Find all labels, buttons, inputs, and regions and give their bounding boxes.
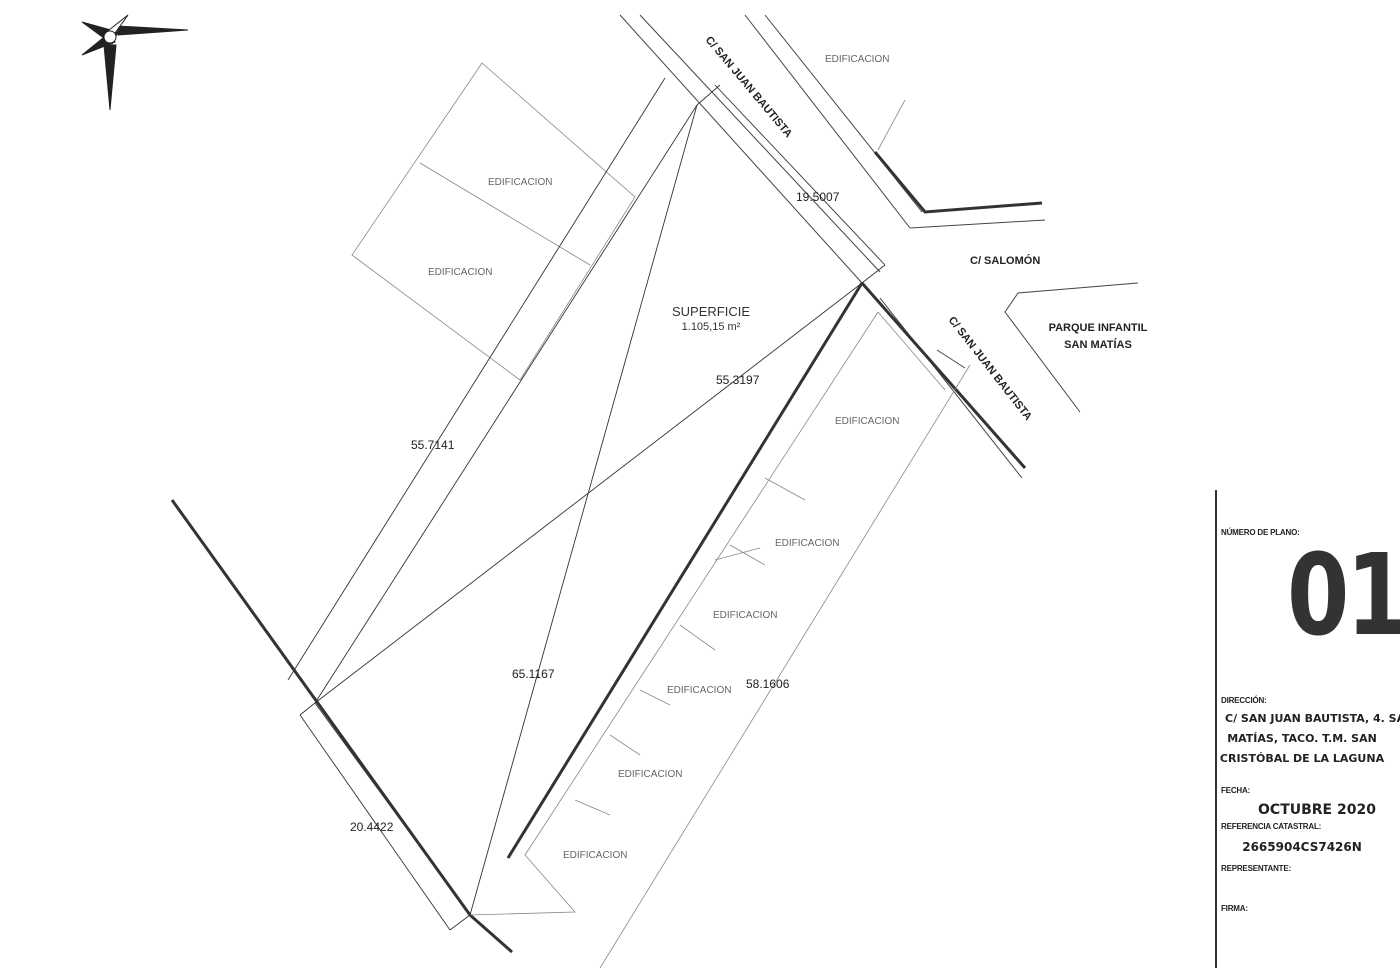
park-label-2: SAN MATÍAS — [1064, 338, 1132, 351]
address-label: DIRECCIÓN: — [1221, 696, 1267, 705]
title-block: NÚMERO DE PLANO: 01 DIRECCIÓN: C/ SAN JU… — [1215, 490, 1400, 968]
building-label: EDIFICACION — [825, 54, 889, 65]
dimension-label: 55.3197 — [716, 373, 760, 387]
dimension-label: 65.1167 — [512, 667, 555, 681]
property-boundary — [170, 151, 1043, 954]
street-lines — [619, 14, 1139, 479]
north-arrow-icon — [81, 14, 189, 111]
address-line: C/ SAN JUAN BAUTISTA, 4. SAN — [1225, 712, 1400, 725]
building-label: EDIFICACION — [618, 769, 682, 780]
cadastral-value: 2665904CS7426N — [1242, 840, 1362, 854]
plan-number-label: NÚMERO DE PLANO: — [1221, 528, 1300, 537]
surface-value: 1.105,15 m² — [682, 321, 741, 333]
plan-number: 01 — [1287, 531, 1400, 661]
building-label: EDIFICACION — [835, 416, 899, 427]
dimension-label: 58.1606 — [746, 677, 790, 691]
building-label: EDIFICACION — [667, 685, 731, 696]
cadastral-label: REFERENCIA CATASTRAL: — [1221, 822, 1322, 831]
representative-label: REPRESENTANTE: — [1221, 864, 1291, 873]
street-label-salomon: C/ SALOMÓN — [970, 254, 1040, 267]
date-value: OCTUBRE 2020 — [1258, 802, 1376, 818]
surface-label: SUPERFICIE — [672, 304, 750, 319]
building-label: EDIFICACION — [775, 538, 839, 549]
building-label: EDIFICACION — [428, 267, 492, 278]
building-label: EDIFICACION — [563, 850, 627, 861]
date-label: FECHA: — [1221, 786, 1251, 795]
building-label: EDIFICACION — [713, 610, 777, 621]
dimension-lines — [287, 77, 886, 931]
dimension-label: 20.4422 — [350, 820, 394, 834]
park-label: PARQUE INFANTIL — [1049, 322, 1148, 334]
building-outlines — [351, 62, 971, 968]
signature-label: FIRMA: — [1221, 904, 1248, 913]
building-label: EDIFICACION — [488, 177, 552, 188]
dimension-label: 19.5007 — [796, 190, 840, 204]
street-label-right: C/ SAN JUAN BAUTISTA — [946, 314, 1034, 422]
dimension-label: 55.7141 — [411, 438, 455, 452]
address-line: MATÍAS, TACO. T.M. SAN — [1227, 732, 1377, 745]
address-line: CRISTÓBAL DE LA LAGUNA — [1219, 752, 1385, 765]
